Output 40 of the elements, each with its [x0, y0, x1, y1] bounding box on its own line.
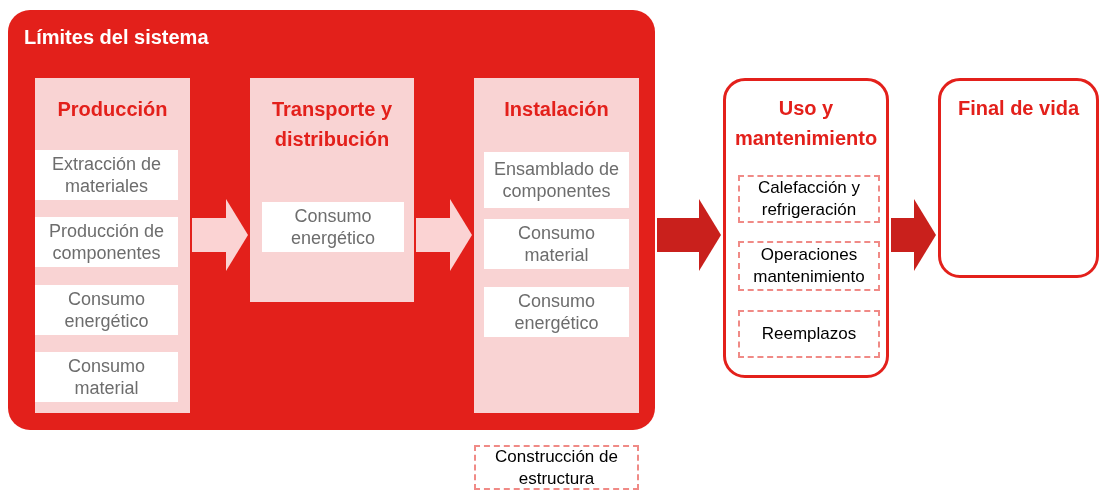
item-text: Consumo energético	[513, 290, 600, 334]
stage-box	[474, 78, 639, 413]
stage-heading: Uso y mantenimiento	[733, 96, 879, 151]
block-arrow	[657, 199, 721, 271]
block-arrow	[192, 199, 248, 271]
boundary-title: Límites del sistema	[24, 25, 209, 50]
item-text: Consumo energético	[63, 288, 150, 332]
item-text: Reemplazos	[761, 323, 857, 345]
item-text: Calefacción y refrigeración	[756, 177, 862, 221]
block-arrow	[891, 199, 936, 271]
stage-heading: Final de vida	[956, 96, 1081, 121]
dashed-box	[474, 445, 639, 490]
item-text: Consumo material	[516, 222, 596, 266]
stage-box	[938, 78, 1099, 278]
block-arrow	[416, 199, 472, 271]
item-box	[484, 219, 629, 269]
dashed-box	[738, 310, 880, 358]
item-text: Producción de componentes	[47, 220, 166, 264]
system-boundary-box	[8, 10, 655, 430]
item-box	[35, 285, 178, 335]
item-text: Construcción de estructura	[494, 445, 619, 490]
item-box	[35, 150, 178, 200]
item-text: Extracción de materiales	[50, 153, 163, 197]
item-box	[484, 287, 629, 337]
stage-heading: Instalación	[503, 97, 610, 122]
stage-box	[35, 78, 190, 413]
item-box	[35, 352, 178, 402]
dashed-box	[738, 241, 880, 291]
item-text: Consumo energético	[289, 205, 377, 249]
stage-box	[723, 78, 889, 378]
stage-box	[250, 78, 414, 302]
item-text: Consumo material	[66, 355, 146, 399]
stage-heading: Producción	[56, 97, 169, 122]
item-text: Ensamblado de componentes	[492, 158, 621, 202]
item-box	[262, 202, 404, 252]
dashed-box	[738, 175, 880, 223]
stage-heading: Transporte y distribución	[270, 97, 393, 152]
item-box	[484, 152, 629, 208]
item-box	[35, 217, 178, 267]
item-text: Operaciones mantenimiento	[752, 244, 866, 288]
